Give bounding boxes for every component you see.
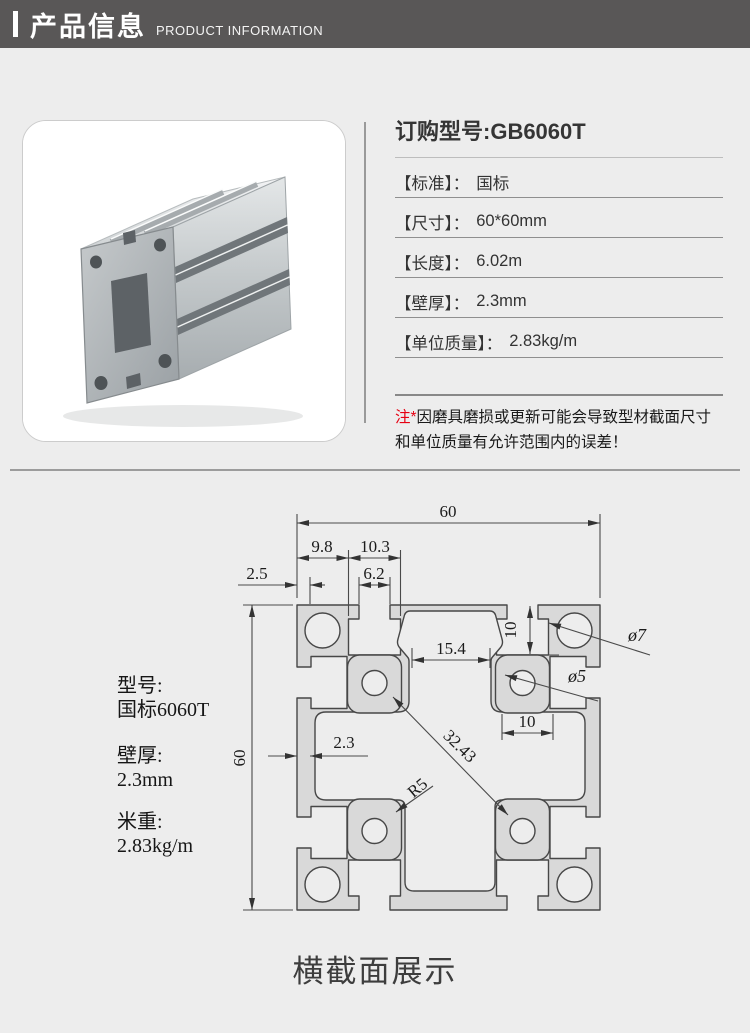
spec-row-standard: 【标准】： 国标 [395,158,723,198]
spec-label: 【长度】： [395,254,470,273]
spec-label: 【标准】： [395,174,470,193]
drawing-caption: 横截面展示 [292,954,458,989]
drawing-weight-value: 2.83kg/m [117,835,194,857]
spec-value: 6.02m [476,252,523,270]
spec-row-unit-mass: 【单位质量】： 2.83kg/m [395,318,723,358]
dim-overall-width: 60 [440,502,457,521]
spec-value: 60*60mm [476,212,547,230]
dim-9-8: 9.8 [311,537,332,556]
note-text: 因磨具磨损或更新可能会导致型材截面尺寸和单位质量有允许范围内的误差！ [395,409,712,451]
drawing-wall-label: 壁厚: [117,744,163,767]
section-divider [10,469,740,471]
profile-center-cavity [314,610,586,892]
spec-row-wall: 【壁厚】： 2.3mm [395,278,723,318]
page-subtitle: PRODUCT INFORMATION [156,22,324,38]
spec-value: 2.83kg/m [509,332,578,350]
spec-row-length: 【长度】： 6.02m [395,238,723,278]
dim-hole-spacing-10: 10 [519,712,536,731]
dim-overall-height: 60 [230,750,249,767]
dim-10-3: 10.3 [360,537,390,556]
tolerance-note: 注*因磨具磨损或更新可能会导致型材截面尺寸和单位质量有允许范围内的误差！ [395,394,723,455]
product-info-panel: 订购型号:GB6060T 【标准】： 国标 【尺寸】： 60*60mm 【长度】… [395,118,723,455]
dim-2-5: 2.5 [246,564,267,583]
hole-dia7 [304,612,341,649]
spec-label: 【尺寸】： [395,214,470,233]
spec-label: 【单位质量】： [395,334,503,353]
dim-slot-depth-10: 10 [501,622,520,639]
spec-label: 【壁厚】： [395,294,470,313]
vertical-divider [364,122,366,423]
product-photo [23,121,345,441]
spec-value: 2.3mm [476,292,527,310]
hole-dia5 [361,817,388,845]
photo-shadow [63,405,303,427]
hole-dia5 [361,669,388,697]
drawing-model-value: 国标6060T [117,698,209,721]
hole-dia5 [509,817,536,845]
dim-wall-2-3: 2.3 [333,733,354,752]
hole-dia7 [556,612,593,649]
title-rule [395,157,723,158]
order-model-title: 订购型号:GB6060T [395,119,586,144]
dim-dia-7: ø7 [627,625,647,645]
hole-dia5 [509,669,536,697]
dimension-arrows [249,520,600,910]
header-accent-bar [13,11,18,37]
cross-section-drawing: 60 9.8 10.3 6.2 2.5 15.4 10 ø7 ø5 10 2.3… [117,502,651,911]
dim-6-2: 6.2 [363,564,384,583]
spec-value: 国标 [476,174,510,193]
note-marker: 注* [395,409,417,426]
dim-dia-5: ø5 [567,666,586,686]
hole-dia7 [556,866,593,903]
drawing-weight-label: 米重: [117,810,163,833]
dim-15-4: 15.4 [436,639,466,658]
page-title: 产品信息 [30,11,146,42]
header-bar: 产品信息 PRODUCT INFORMATION [0,0,750,48]
product-image-card [22,120,346,442]
drawing-wall-value: 2.3mm [117,769,174,791]
hole-dia7 [304,866,341,903]
spec-row-size: 【尺寸】： 60*60mm [395,198,723,238]
drawing-model-label: 型号: [117,674,163,697]
profile-front-cavity [111,273,151,353]
